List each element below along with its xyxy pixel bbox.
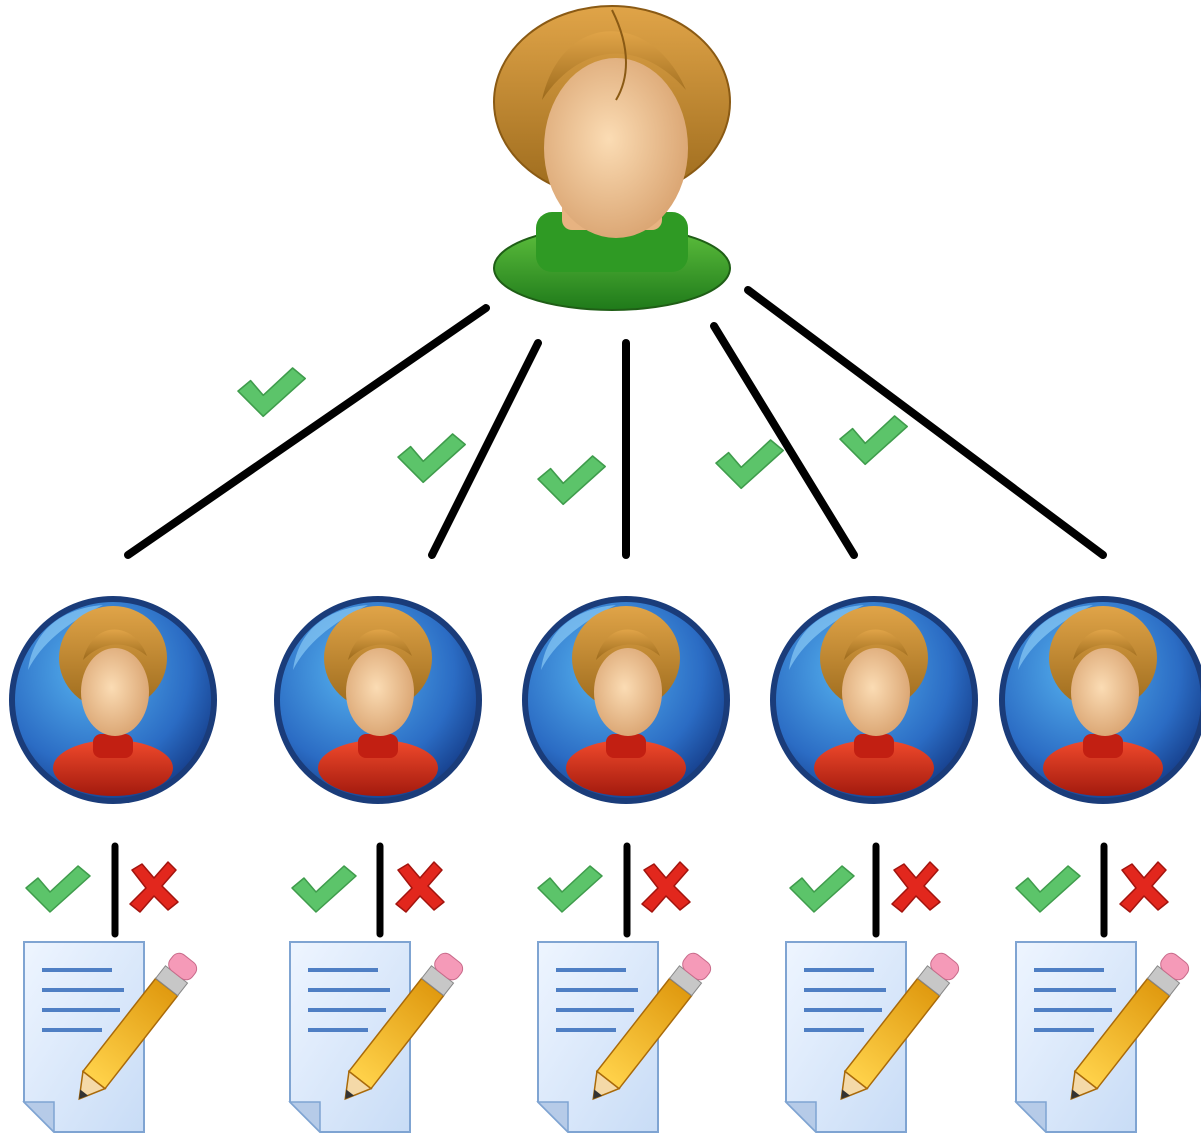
check-icon <box>537 865 603 913</box>
check-icon <box>291 865 357 913</box>
user-avatar-icon <box>522 596 730 804</box>
decision-rows <box>25 842 1169 938</box>
check-icon <box>397 433 466 484</box>
decision-row-2 <box>291 842 445 938</box>
check-icon <box>25 865 91 913</box>
cross-icon <box>641 861 691 913</box>
user-avatar-icon <box>999 596 1201 804</box>
check-icon <box>715 439 784 490</box>
cross-icon <box>129 861 179 913</box>
connector-line-2 <box>428 339 542 559</box>
connector-line-5 <box>744 286 1107 559</box>
cross-icon <box>1119 861 1169 913</box>
user-avatar-icon <box>274 596 482 804</box>
connector-lines <box>124 286 1107 559</box>
check-icon <box>537 455 606 506</box>
decision-row-4 <box>789 842 941 938</box>
member-avatars <box>9 596 1201 804</box>
decision-row-3 <box>537 842 691 938</box>
connector-line-1 <box>124 304 490 559</box>
connector-line-4 <box>710 322 858 559</box>
cross-icon <box>891 861 941 913</box>
document-pencil-icon <box>22 940 202 1133</box>
check-icon <box>789 865 855 913</box>
check-icon <box>839 415 908 466</box>
user-avatar-icon <box>9 596 217 804</box>
document-pencil-icon <box>536 940 716 1133</box>
document-pencil-icon <box>288 940 468 1133</box>
decision-row-1 <box>25 842 179 938</box>
document-pencil-icon <box>1014 940 1194 1133</box>
document-pencil-icon <box>784 940 964 1133</box>
user-avatar-icon <box>770 596 978 804</box>
check-icon <box>1015 865 1081 913</box>
manager-avatar-icon <box>493 5 731 311</box>
cross-icon <box>395 861 445 913</box>
documents <box>22 940 1194 1133</box>
decision-row-5 <box>1015 842 1169 938</box>
check-icon <box>237 367 306 418</box>
